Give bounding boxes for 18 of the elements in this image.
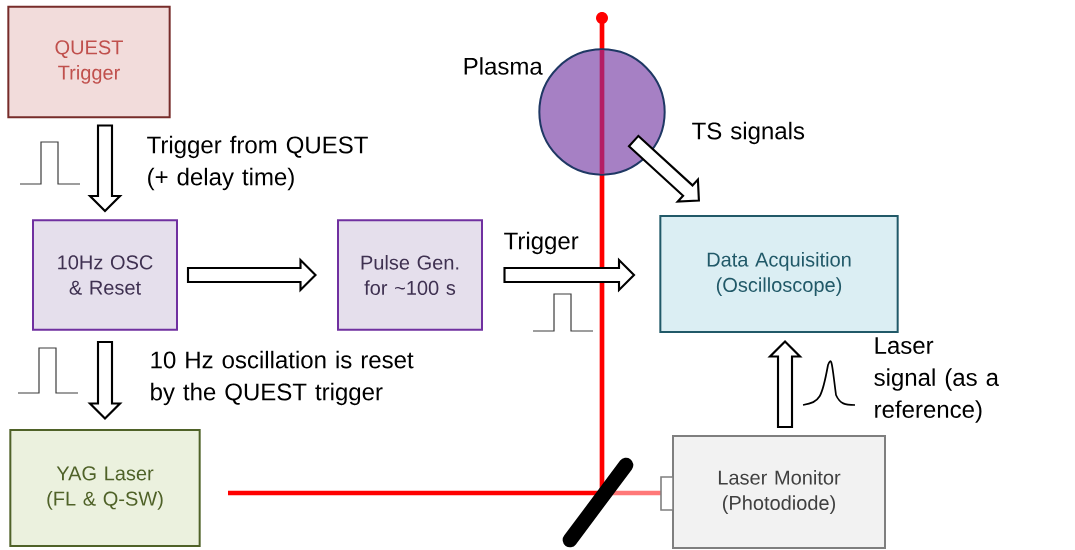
block-arrow (767, 340, 803, 429)
plasma-label: Plasma (464, 57, 543, 75)
block-arrow (627, 134, 701, 203)
process-box: Laser Monitor (Photodiode) (672, 435, 886, 549)
edge-label: Trigger from QUEST (+ delay time) (147, 135, 368, 191)
edge-label: Trigger (504, 231, 579, 255)
process-box: Data Acquisition (Oscilloscope) (659, 215, 899, 333)
edge-label: Laser signal (as a reference) (874, 337, 999, 423)
process-box: QUEST Trigger (7, 5, 171, 119)
edge-label: 10 Hz oscillation is reset by the QUEST trigger (151, 350, 414, 406)
process-box: YAG Laser (FL & Q-SW) (9, 429, 201, 547)
block-arrow (503, 257, 636, 293)
edge-label: TS signals (692, 121, 805, 145)
block-arrow (186, 257, 317, 293)
process-box: 10Hz OSC & Reset (32, 219, 178, 331)
process-box: Pulse Gen. for ~100 s (337, 219, 483, 331)
block-arrow (87, 340, 123, 420)
block-arrow (87, 124, 123, 213)
